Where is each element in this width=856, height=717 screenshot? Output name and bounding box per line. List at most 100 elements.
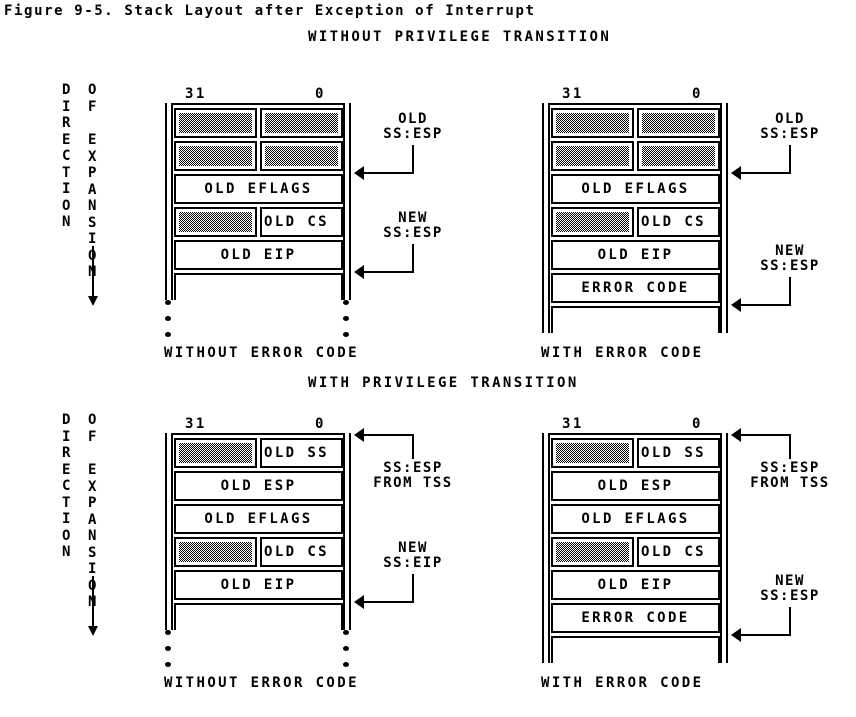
pointer-label: NEW bbox=[775, 573, 805, 589]
reserved-shading bbox=[265, 113, 338, 133]
open-slot-top bbox=[174, 273, 343, 275]
stack-slot bbox=[260, 141, 343, 171]
reserved-shading bbox=[556, 113, 629, 133]
reserved-shading bbox=[179, 146, 252, 166]
open-slot-side bbox=[718, 636, 720, 663]
pointer-arrowhead-icon bbox=[354, 428, 364, 442]
continuation-dot bbox=[165, 662, 171, 667]
stack-top-line bbox=[548, 433, 722, 435]
pointer-line bbox=[739, 172, 791, 174]
stack-caption: WITH ERROR CODE bbox=[541, 675, 704, 691]
stack-slot: ERROR CODE bbox=[551, 273, 720, 303]
open-slot-side bbox=[341, 273, 343, 300]
bit-label-high: 31 bbox=[185, 416, 207, 432]
pointer-line bbox=[789, 145, 791, 174]
pointer-label: NEW bbox=[775, 243, 805, 259]
reserved-shading bbox=[642, 113, 715, 133]
pointer-arrowhead-icon bbox=[731, 298, 741, 312]
pointer-label: SS:ESP bbox=[760, 258, 820, 274]
pointer-line bbox=[412, 434, 414, 459]
stack-slot-reserved bbox=[551, 438, 634, 468]
continuation-dot bbox=[165, 646, 171, 651]
pointer-line bbox=[789, 434, 791, 459]
stack-slot-reserved bbox=[174, 108, 257, 138]
pointer-line bbox=[789, 607, 791, 636]
reserved-shading bbox=[265, 146, 338, 166]
pointer-line bbox=[789, 277, 791, 306]
continuation-dot bbox=[343, 630, 349, 635]
open-slot-side bbox=[551, 306, 553, 333]
bit-label-high: 31 bbox=[185, 86, 207, 102]
pointer-line bbox=[362, 172, 414, 174]
stack-rail bbox=[548, 433, 550, 663]
stack-slot: OLD CS bbox=[260, 207, 343, 237]
reserved-shading bbox=[179, 212, 252, 232]
stack-slot-reserved bbox=[174, 207, 257, 237]
direction-label: DIRECTION bbox=[62, 82, 71, 230]
continuation-dot bbox=[343, 300, 349, 305]
continuation-dot bbox=[165, 332, 171, 337]
stack-slot: OLD EFLAGS bbox=[174, 174, 343, 204]
stack-slot: OLD EIP bbox=[551, 570, 720, 600]
stack-rail bbox=[343, 433, 345, 630]
stack-slot-reserved bbox=[551, 108, 634, 138]
pointer-label: SS:ESP bbox=[760, 126, 820, 142]
pointer-label: FROM TSS bbox=[373, 475, 453, 491]
down-arrow-icon bbox=[88, 296, 98, 306]
stack-slot-reserved bbox=[551, 141, 634, 171]
stack-rail bbox=[349, 103, 351, 300]
reserved-shading bbox=[179, 542, 252, 562]
pointer-label: SS:ESP bbox=[383, 126, 443, 142]
pointer-line bbox=[412, 145, 414, 174]
stack-slot: OLD CS bbox=[637, 207, 720, 237]
continuation-dot bbox=[165, 630, 171, 635]
stack-rail bbox=[542, 433, 544, 663]
down-arrow-icon bbox=[88, 626, 98, 636]
reserved-shading bbox=[556, 443, 629, 463]
pointer-arrowhead-icon bbox=[354, 265, 364, 279]
bit-label-low: 0 bbox=[315, 86, 326, 102]
stack-rail bbox=[343, 103, 345, 300]
pointer-label: SS:ESP bbox=[383, 225, 443, 241]
stack-slot bbox=[260, 108, 343, 138]
stack-rail bbox=[720, 103, 722, 333]
pointer-arrowhead-icon bbox=[731, 166, 741, 180]
pointer-arrowhead-icon bbox=[354, 595, 364, 609]
stack-slot: OLD ESP bbox=[174, 471, 343, 501]
continuation-dot bbox=[165, 316, 171, 321]
stack-slot: OLD SS bbox=[260, 438, 343, 468]
pointer-line bbox=[739, 434, 791, 436]
open-slot-side bbox=[341, 603, 343, 630]
open-slot-side bbox=[718, 306, 720, 333]
pointer-label: NEW bbox=[398, 540, 428, 556]
section-title-without-privilege: WITHOUT PRIVILEGE TRANSITION bbox=[308, 29, 612, 45]
open-slot-top bbox=[551, 636, 720, 638]
continuation-dot bbox=[343, 662, 349, 667]
pointer-label: OLD bbox=[398, 111, 428, 127]
stack-rail bbox=[165, 103, 167, 300]
reserved-shading bbox=[556, 542, 629, 562]
of-label: OF bbox=[88, 412, 97, 445]
stack-slot: OLD EIP bbox=[174, 240, 343, 270]
bit-label-low: 0 bbox=[692, 416, 703, 432]
pointer-label: FROM TSS bbox=[750, 475, 830, 491]
pointer-line bbox=[412, 574, 414, 603]
stack-rail bbox=[726, 433, 728, 663]
stack-rail bbox=[720, 433, 722, 663]
pointer-label: SS:ESP bbox=[760, 588, 820, 604]
stack-slot: OLD EFLAGS bbox=[174, 504, 343, 534]
reserved-shading bbox=[642, 146, 715, 166]
stack-top-line bbox=[171, 103, 345, 105]
reserved-shading bbox=[556, 212, 629, 232]
reserved-shading bbox=[179, 113, 252, 133]
pointer-line bbox=[362, 271, 414, 273]
continuation-dot bbox=[165, 300, 171, 305]
open-slot-side bbox=[174, 603, 176, 630]
pointer-arrowhead-icon bbox=[731, 628, 741, 642]
stack-slot bbox=[637, 141, 720, 171]
pointer-arrowhead-icon bbox=[354, 166, 364, 180]
stack-slot: OLD ESP bbox=[551, 471, 720, 501]
stack-rail bbox=[349, 433, 351, 630]
stack-rail bbox=[548, 103, 550, 333]
pointer-line bbox=[412, 244, 414, 273]
